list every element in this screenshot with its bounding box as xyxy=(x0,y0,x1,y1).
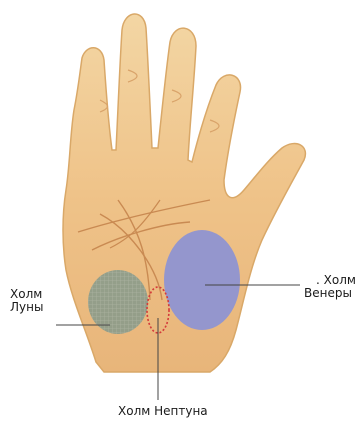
neptune-mount-label: Холм Нептуна xyxy=(118,405,208,418)
moon-label-line2: Луны xyxy=(10,301,43,314)
venus-mount-label: . Холм Венеры xyxy=(304,274,356,300)
moon-mount xyxy=(88,270,148,334)
venus-mount xyxy=(164,230,240,330)
venus-label-line2: Венеры xyxy=(304,287,356,300)
moon-mount-label: Холм Луны xyxy=(10,288,43,314)
